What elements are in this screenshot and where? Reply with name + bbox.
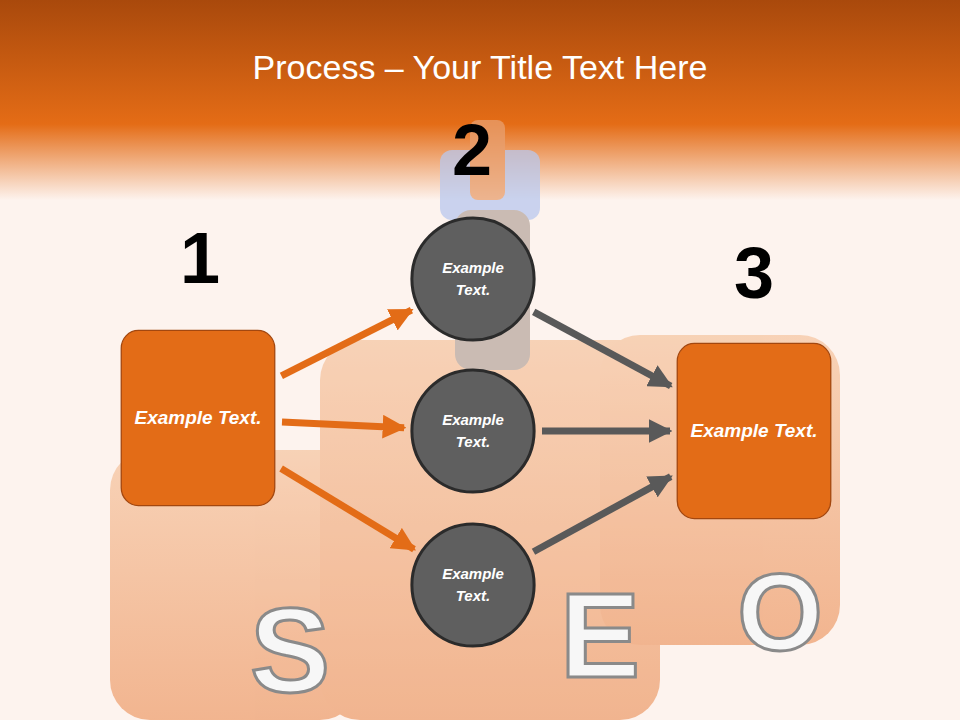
seo-letter: E	[560, 575, 640, 695]
node-text: Example Text.	[428, 563, 519, 608]
flow-arrow	[542, 428, 670, 435]
flow-arrow	[281, 310, 411, 376]
node-text: Example Text.	[428, 257, 519, 302]
flow-arrow	[282, 422, 404, 428]
slide-title: Process – Your Title Text Here	[0, 48, 960, 87]
step-number: 1	[180, 222, 220, 294]
seo-letter: S	[250, 590, 330, 710]
process-circle: Example Text.	[410, 368, 536, 494]
node-text: Example Text.	[428, 409, 519, 454]
flow-arrow	[281, 469, 414, 550]
circle-outline	[410, 522, 536, 648]
circle-outline	[410, 368, 536, 494]
seo-letter: O	[737, 557, 823, 667]
process-circle: Example Text.	[410, 216, 536, 342]
step-number: 3	[734, 237, 774, 309]
process-box: Example Text.	[120, 329, 276, 507]
flow-arrow	[534, 477, 671, 552]
step-number: 2	[452, 114, 492, 186]
circle-outline	[410, 216, 536, 342]
node-text: Example Text.	[134, 404, 261, 433]
flow-arrow	[534, 312, 671, 386]
node-text: Example Text.	[690, 417, 817, 446]
process-box: Example Text.	[676, 342, 832, 520]
process-circle: Example Text.	[410, 522, 536, 648]
